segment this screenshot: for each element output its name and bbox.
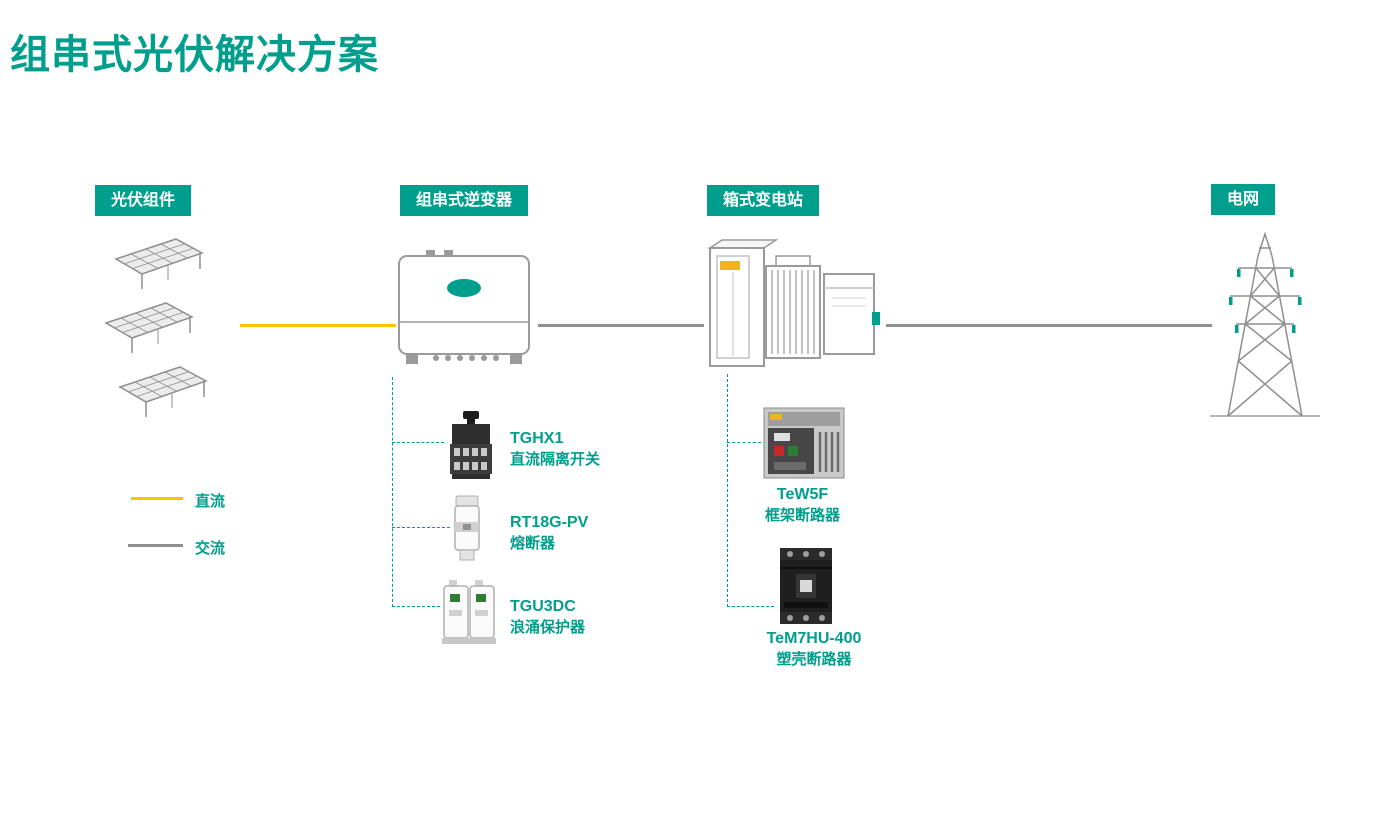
component-label-rt18g-pv: RT18G-PV 熔断器 [510,512,588,554]
substation-branch-line [727,374,728,607]
component-model: TeW5F [776,486,829,503]
inverter-icon [398,250,530,364]
tew5f-air-circuit-breaker-image [763,407,845,479]
legend-dc-label: 直流 [195,493,226,510]
section-badge-grid: 电网 [1211,184,1276,215]
tghx1-dc-isolation-switch-image [450,411,492,479]
substation-icon [707,239,880,367]
rt18g-pv-fuse-image [454,495,480,561]
component-label-tew5f: TeW5F 框架断路器 [735,484,870,526]
section-badge-pv-modules: 光伏组件 [95,185,192,216]
component-name: 熔断器 [510,535,556,552]
ac-connection-line-1 [538,324,704,327]
tgu3dc-surge-protector-image [442,580,496,644]
component-label-tem7hu-400: TeM7HU-400 塑壳断路器 [735,628,893,670]
component-label-tghx1: TGHX1 直流隔离开关 [510,428,600,470]
tem7hu-400-mccb-image [780,548,832,624]
ac-connection-line-2 [886,324,1212,327]
component-model: TeM7HU-400 [766,630,862,647]
page-title: 组串式光伏解决方案 [10,33,379,77]
substation-branch-tew5f [727,442,761,443]
component-name: 直流隔离开关 [510,451,601,468]
solar-panel-array-icon [105,238,207,418]
legend-ac-swatch [128,544,183,547]
component-model: RT18G-PV [510,514,589,531]
component-model: TGU3DC [510,598,576,615]
inverter-branch-line [392,377,393,607]
inverter-branch-tgu3dc [392,606,440,607]
component-name: 塑壳断路器 [776,651,852,668]
section-badge-string-inverter: 组串式逆变器 [400,185,529,216]
component-model: TGHX1 [510,430,564,447]
component-name: 框架断路器 [764,507,840,524]
inverter-branch-rt18g [392,527,450,528]
inverter-branch-tghx1 [392,442,444,443]
section-badge-box-substation: 箱式变电站 [707,185,820,216]
dc-connection-line [240,324,396,327]
substation-branch-tem7hu [727,606,774,607]
component-label-tgu3dc: TGU3DC 浪涌保护器 [510,596,585,638]
transmission-tower-icon [1210,231,1320,417]
component-name: 浪涌保护器 [510,619,586,636]
legend-ac-label: 交流 [195,540,226,557]
legend-dc-swatch [131,497,183,500]
